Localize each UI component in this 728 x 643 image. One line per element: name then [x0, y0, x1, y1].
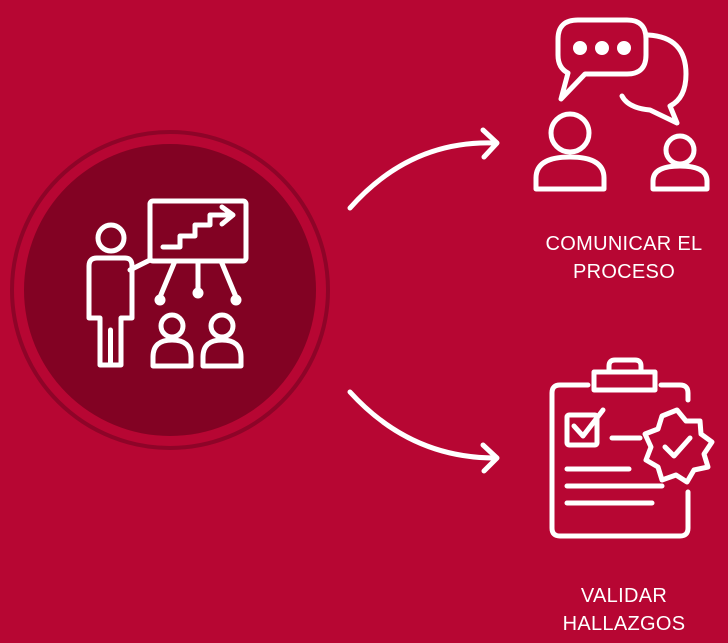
conversation-people-icon [533, 17, 710, 192]
center-node [10, 130, 330, 450]
arrow-to-validar [347, 389, 500, 474]
label-comunicar-el-proceso: COMUNICAR EL PROCESO [520, 230, 728, 286]
arrow-to-comunicar [347, 127, 500, 211]
label-line: COMUNICAR EL [545, 233, 703, 255]
clipboard-check-badge-icon [549, 357, 715, 539]
label-line: PROCESO [572, 261, 676, 283]
center-circle [24, 144, 316, 436]
label-validar-hallazgos: VALIDAR HALLAZGOS [520, 582, 728, 638]
label-line: HALLAZGOS [562, 613, 686, 635]
center-circle-ring [10, 130, 330, 450]
presentation-growth-chart-icon [86, 198, 249, 369]
label-line: VALIDAR [580, 585, 668, 607]
